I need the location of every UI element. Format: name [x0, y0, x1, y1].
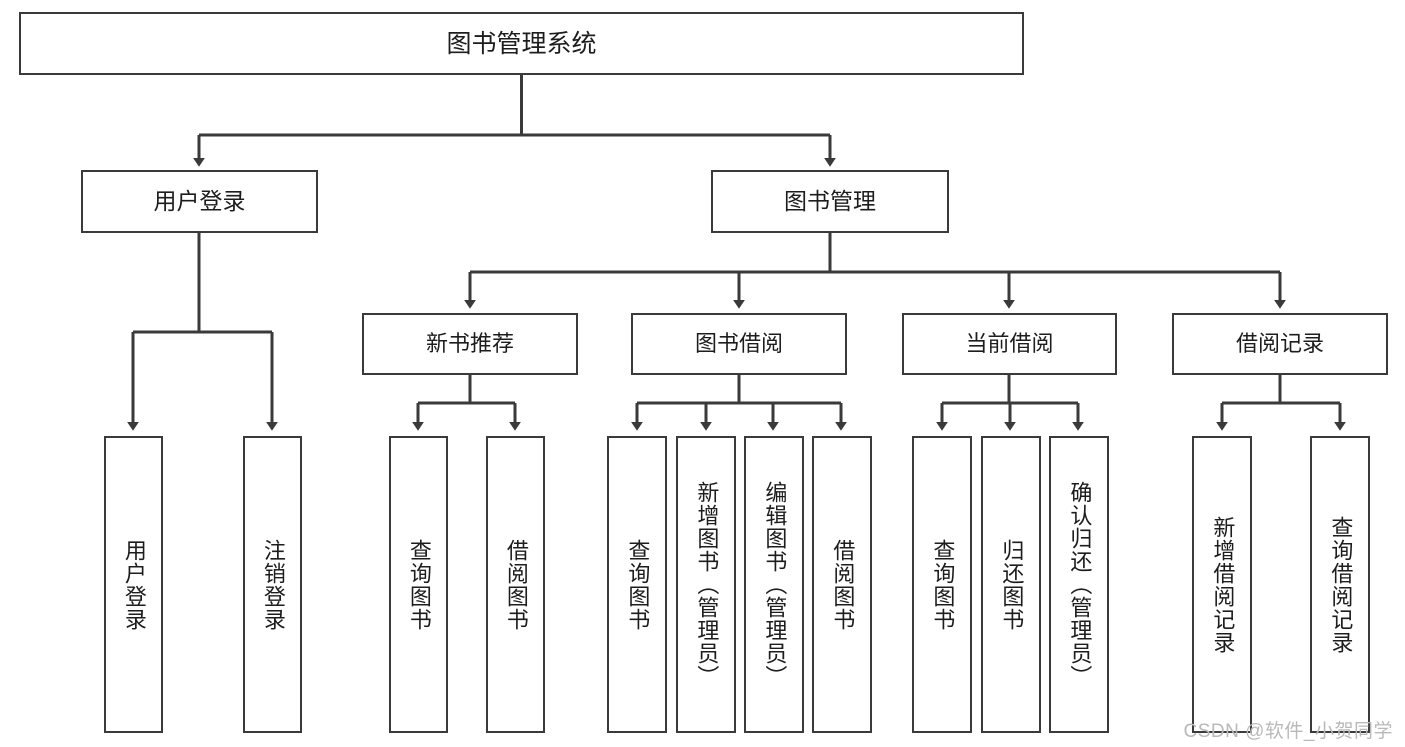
leaf-label: 用户登录 — [121, 538, 147, 631]
leaf-confirm-return-admin[interactable]: 确认归还（管理员） — [1049, 436, 1109, 733]
leaf-user-login[interactable]: 用户登录 — [104, 436, 163, 733]
node-current-borrow[interactable]: 当前借阅 — [902, 313, 1117, 375]
leaf-logout-login[interactable]: 注销登录 — [243, 436, 302, 733]
leaf-label: 编辑图书（管理员） — [762, 481, 788, 688]
leaf-label: 借阅图书 — [830, 538, 856, 631]
leaf-label: 查询图书 — [406, 538, 432, 631]
node-new-book-recommend[interactable]: 新书推荐 — [362, 313, 578, 375]
leaf-edit-book-admin[interactable]: 编辑图书（管理员） — [744, 436, 804, 733]
node-book-borrow[interactable]: 图书借阅 — [631, 313, 847, 375]
leaf-query-book-borrow[interactable]: 查询图书 — [607, 436, 667, 733]
node-borrow-record[interactable]: 借阅记录 — [1172, 313, 1388, 375]
node-root-system[interactable]: 图书管理系统 — [19, 12, 1024, 75]
leaf-return-book[interactable]: 归还图书 — [981, 436, 1041, 733]
leaf-label: 新增图书（管理员） — [694, 481, 720, 688]
leaf-label: 确认归还（管理员） — [1067, 481, 1093, 688]
leaf-label: 查询借阅记录 — [1328, 515, 1354, 654]
leaf-label: 注销登录 — [260, 538, 286, 631]
leaf-query-book-newbook[interactable]: 查询图书 — [389, 436, 448, 733]
leaf-label: 查询图书 — [930, 538, 956, 631]
leaf-add-borrow-record[interactable]: 新增借阅记录 — [1192, 436, 1252, 733]
leaf-label: 归还图书 — [999, 538, 1025, 631]
node-user-login[interactable]: 用户登录 — [81, 170, 318, 233]
leaf-label: 查询图书 — [625, 538, 651, 631]
leaf-borrow-book-newbook[interactable]: 借阅图书 — [486, 436, 545, 733]
leaf-add-book-admin[interactable]: 新增图书（管理员） — [676, 436, 736, 733]
leaf-label: 新增借阅记录 — [1210, 515, 1236, 654]
leaf-label: 借阅图书 — [503, 538, 529, 631]
watermark-text: CSDN @软件_小贺同学 — [1183, 721, 1393, 742]
leaf-borrow-book[interactable]: 借阅图书 — [812, 436, 872, 733]
node-book-management[interactable]: 图书管理 — [711, 170, 949, 233]
leaf-query-borrow-record[interactable]: 查询借阅记录 — [1310, 436, 1370, 733]
leaf-query-book-current[interactable]: 查询图书 — [912, 436, 972, 733]
